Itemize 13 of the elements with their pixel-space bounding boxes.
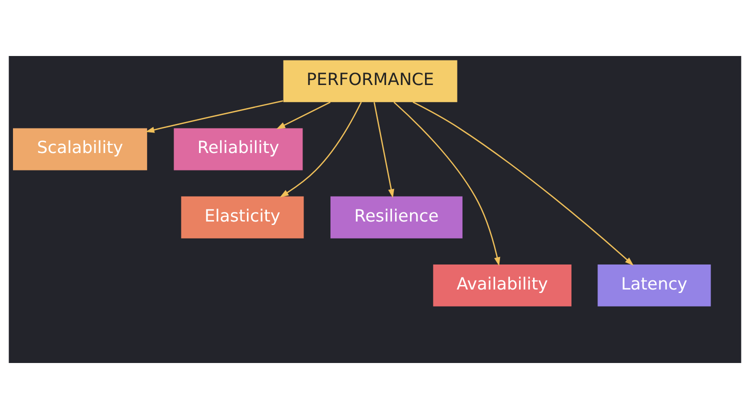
arrow xyxy=(280,101,362,197)
arrow xyxy=(146,100,284,132)
arrow xyxy=(394,101,500,266)
node-box: PERFORMANCE xyxy=(283,60,458,102)
node-box: Reliability xyxy=(174,128,303,170)
arrow xyxy=(374,102,394,198)
arrow xyxy=(276,101,331,129)
node-box: Elasticity xyxy=(181,196,304,238)
arrow xyxy=(412,101,634,266)
node-box: Scalability xyxy=(13,128,148,170)
node-box: Latency xyxy=(598,264,711,306)
node-box: Availability xyxy=(433,264,572,306)
node-box: Resilience xyxy=(330,196,462,238)
